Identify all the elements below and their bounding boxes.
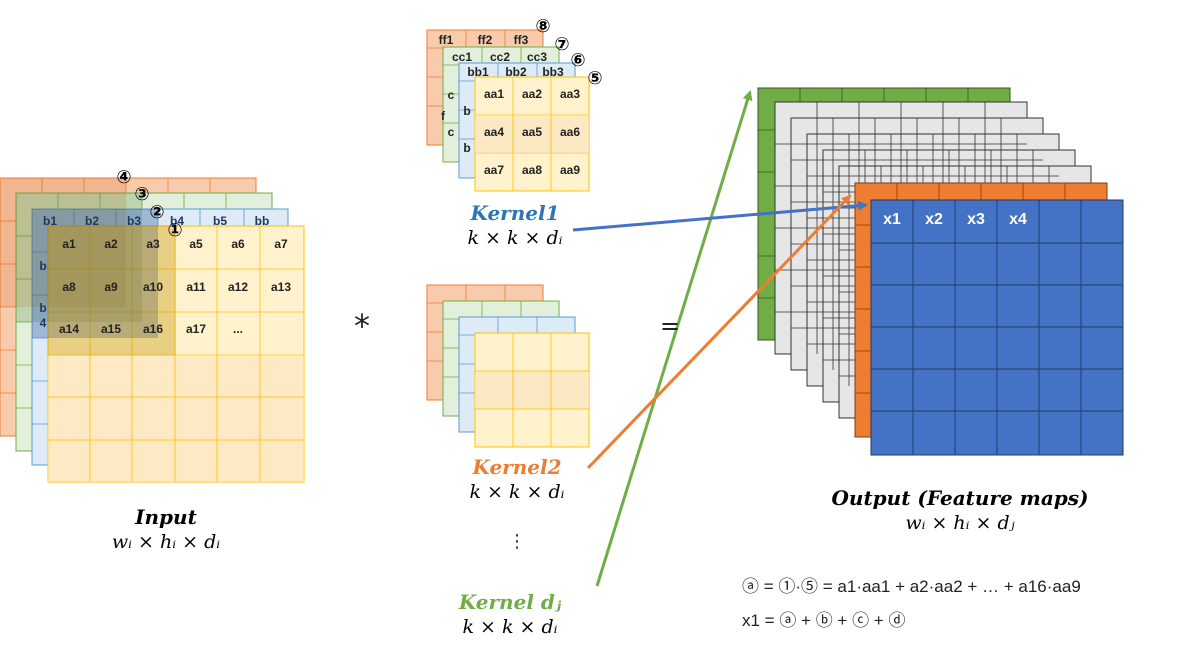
- output-cell-x4: x4: [1009, 211, 1027, 228]
- input-cell-b3: b3: [127, 214, 141, 228]
- marker-4: ④: [116, 167, 131, 188]
- input-cell-ellipsis: ...: [233, 322, 243, 336]
- output-stack: x1 x2 x3 x4: [757, 87, 1124, 456]
- input-cell-a14: a14: [59, 322, 79, 336]
- kernel1-cell-ff3: ff3: [514, 33, 529, 47]
- marker-5: ⑤: [587, 68, 602, 89]
- kernel1-cell-aa8: aa8: [522, 163, 542, 177]
- kernel1-frag-c: c: [448, 88, 455, 102]
- kernel1-cell-aa1: aa1: [484, 87, 504, 101]
- input-frag-4: 4: [40, 316, 47, 330]
- receptive-field-orange: [0, 178, 126, 307]
- input-frag-b: b: [39, 259, 46, 273]
- kernel1-cell-bb2: bb2: [505, 65, 527, 79]
- input-cell-a7: a7: [274, 237, 288, 251]
- marker-1: ①: [167, 220, 182, 241]
- input-cell-a3: a3: [146, 237, 160, 251]
- input-cell-b4: b4: [170, 214, 184, 228]
- kernel2-stack: [426, 284, 590, 448]
- arrow-kernel2-to-output: [586, 194, 852, 470]
- kernel1-cell-ff2: ff2: [478, 33, 493, 47]
- input-cell-a2: a2: [104, 237, 118, 251]
- kernel1-cell-bb3: bb3: [542, 65, 564, 79]
- input-cell-a12: a12: [228, 280, 248, 294]
- marker-3: ③: [134, 184, 149, 205]
- input-cell-b2: b2: [85, 214, 99, 228]
- input-stack: b1 b2 b3 b4 b5 bb b b 4 a1 a2 a3 a5 a6 a…: [0, 167, 305, 483]
- output-cell-x3: x3: [967, 211, 985, 228]
- kernel1-cell-cc2: cc2: [490, 50, 510, 64]
- input-cell-a11: a11: [186, 280, 206, 294]
- kernel1-cell-aa5: aa5: [522, 125, 542, 139]
- kernel1-cell-cc3: cc3: [527, 50, 547, 64]
- marker-7: ⑦: [554, 34, 569, 55]
- marker-2: ②: [149, 202, 164, 223]
- kernel1-cell-aa2: aa2: [522, 87, 542, 101]
- arrow-kernel-dj-to-output: [595, 90, 753, 587]
- arrow-kernel1-to-output: [572, 200, 868, 232]
- receptive-field-yellow: [47, 225, 176, 356]
- output-cell-x2: x2: [925, 211, 943, 228]
- input-frag-b: b: [39, 301, 46, 315]
- kernel1-cell-aa6: aa6: [560, 125, 580, 139]
- kernel1-frag-b: b: [463, 104, 470, 118]
- input-cell-a1: a1: [62, 237, 76, 251]
- input-cell-a9: a9: [104, 280, 118, 294]
- input-cell-b1: b1: [43, 214, 57, 228]
- kernel1-cell-aa7: aa7: [484, 163, 504, 177]
- input-layer-yellow: [47, 225, 305, 483]
- input-cell-a15: a15: [101, 322, 121, 336]
- input-cell-a10: a10: [143, 280, 163, 294]
- input-cell-a13: a13: [271, 280, 291, 294]
- input-cell-b5: b5: [213, 214, 227, 228]
- receptive-field-blue: [32, 209, 158, 338]
- kernel1-cell-aa4: aa4: [484, 125, 504, 139]
- input-cell-a8: a8: [62, 280, 76, 294]
- kernel1-cell-bb1: bb1: [467, 65, 489, 79]
- kernel1-cell-aa9: aa9: [560, 163, 580, 177]
- kernel1-cell-cc1: cc1: [452, 50, 472, 64]
- kernel1-frag-c: c: [448, 125, 455, 139]
- marker-8: ⑧: [535, 16, 550, 37]
- kernel1-frag-f: f: [441, 109, 446, 123]
- receptive-field-green: [16, 193, 142, 322]
- input-cell-a5: a5: [189, 237, 203, 251]
- input-cell-a16: a16: [143, 322, 163, 336]
- kernel1-cell-ff1: ff1: [439, 33, 454, 47]
- input-cell-bb: bb: [255, 214, 270, 228]
- marker-6: ⑥: [570, 50, 585, 71]
- kernel1-stack: ff1 ff2 ff3 cc1 cc2 cc3 bb1 bb2 bb3 c f …: [426, 16, 603, 192]
- output-cell-x1: x1: [883, 211, 901, 228]
- kernel1-frag-b: b: [463, 141, 470, 155]
- input-cell-a17: a17: [186, 322, 206, 336]
- kernel1-cell-aa3: aa3: [560, 87, 580, 101]
- input-cell-a6: a6: [231, 237, 245, 251]
